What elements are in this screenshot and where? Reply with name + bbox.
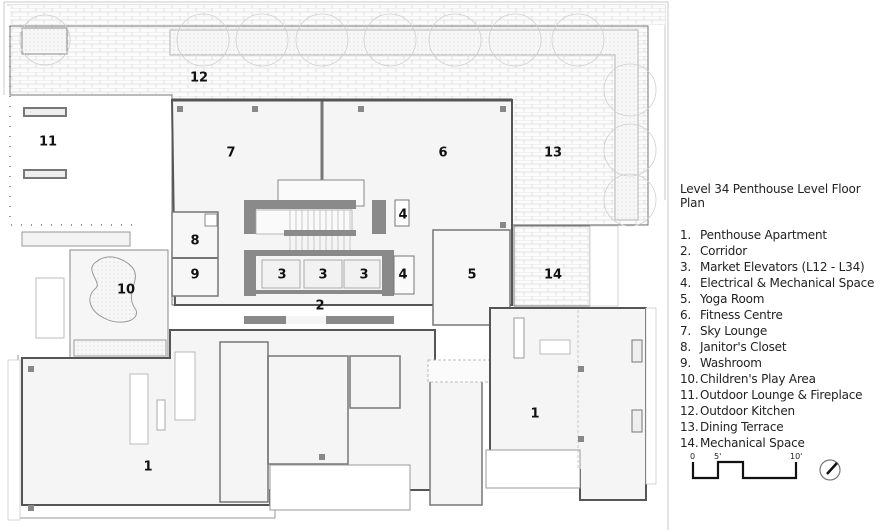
legend: Level 34 Penthouse Level Floor Plan 1.Pe… [680, 182, 880, 451]
fireplace-2 [23, 169, 67, 179]
legend-item: 4.Electrical & Mechanical Space [680, 276, 875, 290]
room-label-11: 11 [38, 134, 58, 150]
core [244, 179, 415, 296]
legend-item: 8.Janitor's Closet [680, 340, 787, 354]
room-label-14: 14 [543, 267, 563, 283]
room-label-9: 9 [190, 267, 200, 283]
room-label-4b: 4 [398, 267, 408, 283]
room-label-3b: 3 [318, 267, 328, 283]
legend-item: 13.Dining Terrace [680, 420, 784, 434]
scale-bar-graphic [691, 459, 841, 481]
legend-item: 1.Penthouse Apartment [680, 228, 827, 242]
room-label-4a: 4 [398, 207, 408, 223]
room-label-5: 5 [467, 267, 477, 283]
legend-item: 2.Corridor [680, 244, 748, 258]
room-label-6: 6 [438, 145, 448, 161]
room-label-10: 10 [116, 282, 136, 298]
room-label-1-east: 1 [530, 406, 540, 422]
fireplace-1 [23, 107, 67, 117]
room-label-3c: 3 [359, 267, 369, 283]
planter-corner [21, 27, 68, 55]
legend-item: 6.Fitness Centre [680, 308, 783, 322]
plan-title: Level 34 Penthouse Level Floor Plan [680, 182, 861, 210]
scale-bar: 0 5' 10' [688, 450, 868, 490]
room-label-13: 13 [543, 145, 563, 161]
north-arrow-icon [819, 459, 841, 481]
legend-item: 10.Children's Play Area [680, 372, 816, 386]
room-label-7: 7 [226, 145, 236, 161]
room-label-3a: 3 [277, 267, 287, 283]
legend-item: 9.Washroom [680, 356, 762, 370]
legend-item: 5.Yoga Room [680, 292, 765, 306]
legend-item: 14.Mechanical Space [680, 436, 805, 450]
planter-north [169, 29, 639, 221]
room-label-1-west: 1 [143, 459, 153, 475]
legend-item: 3.Market Elevators (L12 - L34) [680, 260, 865, 274]
legend-item: 7.Sky Lounge [680, 324, 768, 338]
room-label-12: 12 [189, 70, 209, 86]
room-label-2: 2 [315, 298, 325, 314]
legend-item: 11.Outdoor Lounge & Fireplace [680, 388, 863, 402]
legend-list: 1.Penthouse Apartment 2.Corridor 3.Marke… [680, 227, 880, 451]
room-label-8: 8 [190, 233, 200, 249]
legend-item: 12.Outdoor Kitchen [680, 404, 795, 418]
